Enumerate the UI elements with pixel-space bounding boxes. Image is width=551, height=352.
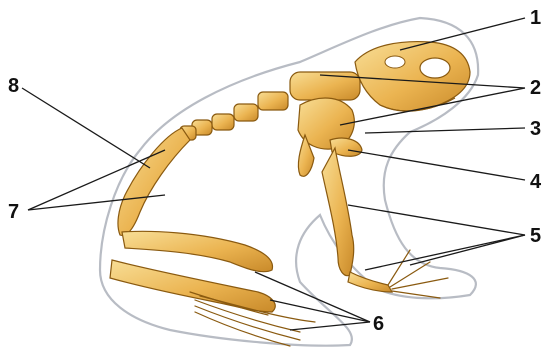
label-2: 2 <box>530 77 541 99</box>
label-6: 6 <box>373 313 384 335</box>
label-4: 4 <box>530 171 542 193</box>
label-5: 5 <box>530 225 541 247</box>
leader-8 <box>22 88 150 168</box>
label-3: 3 <box>530 118 541 140</box>
label-7: 7 <box>8 201 19 223</box>
leader-5c <box>410 235 525 265</box>
label-1: 1 <box>530 7 541 29</box>
label-8: 8 <box>8 75 19 97</box>
